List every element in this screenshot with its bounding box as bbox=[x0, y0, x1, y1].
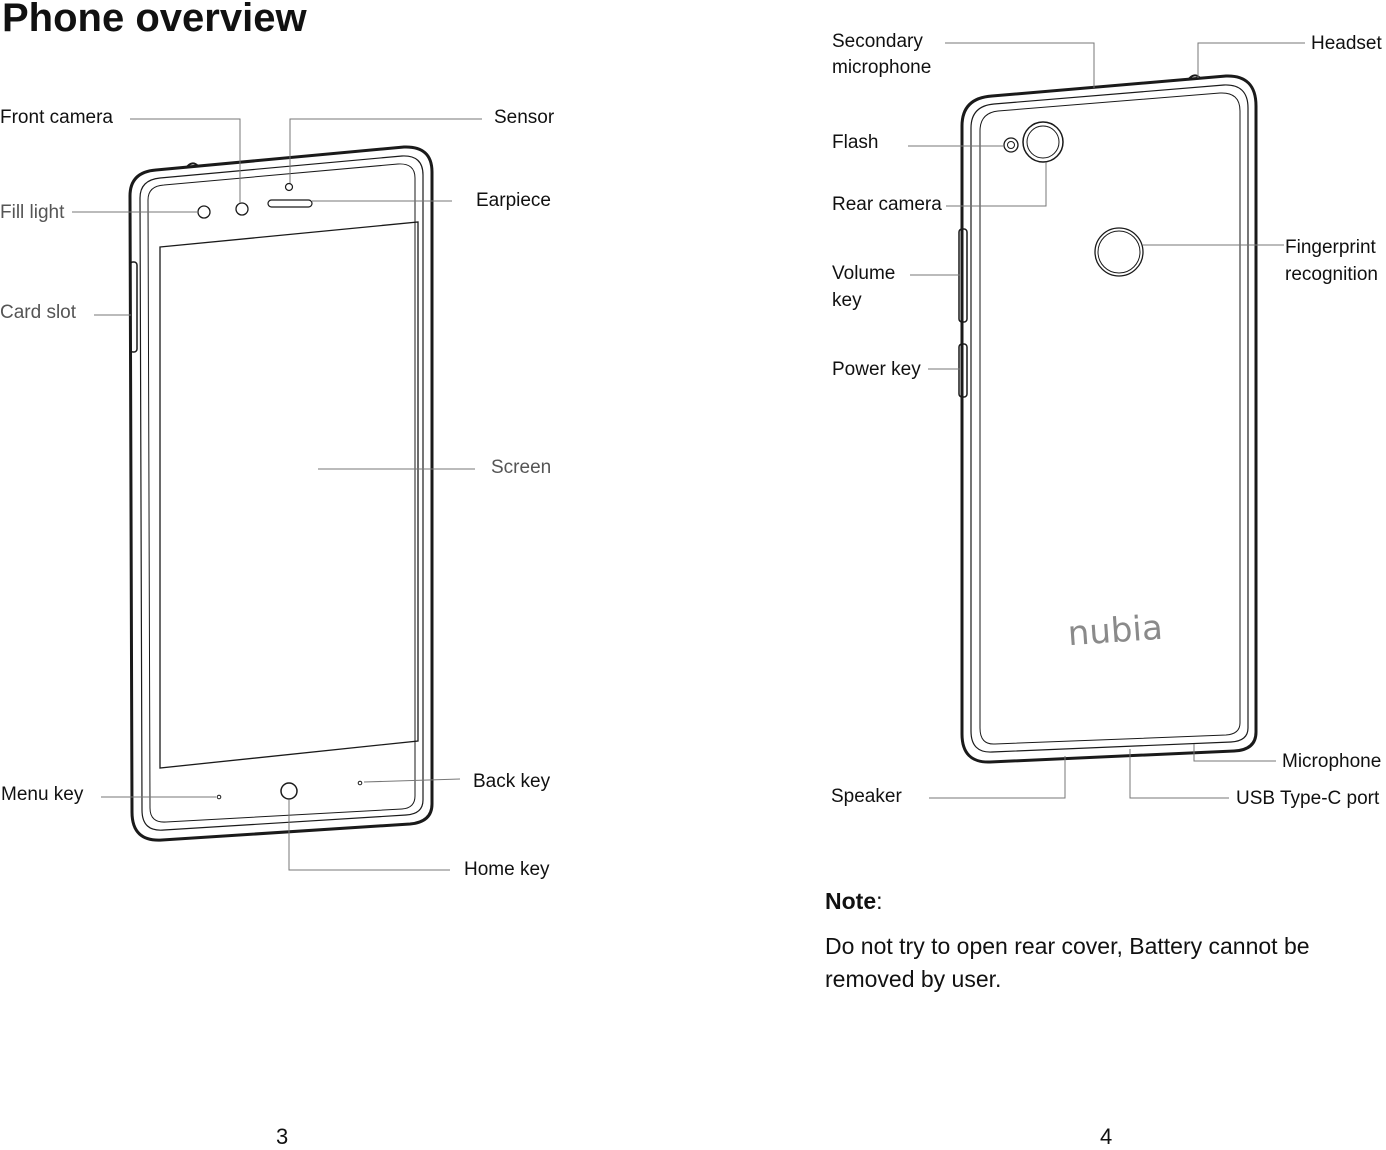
note-body: Do not try to open rear cover, Battery c… bbox=[825, 933, 1310, 993]
label-fill-light: Fill light bbox=[0, 202, 65, 223]
label-rear-camera: Rear camera bbox=[832, 194, 942, 215]
rear-camera-icon bbox=[1022, 121, 1064, 163]
page-number-left: 3 bbox=[276, 1124, 289, 1149]
label-power-key: Power key bbox=[832, 359, 921, 380]
label-volume-key-1: Volume bbox=[832, 263, 896, 284]
fingerprint-sensor-ring-icon bbox=[1097, 230, 1141, 274]
front-screen-area bbox=[159, 221, 419, 769]
back-key-icon bbox=[357, 780, 363, 786]
flash-icon bbox=[1003, 137, 1019, 153]
fingerprint-sensor-icon bbox=[1094, 227, 1144, 277]
label-menu-key: Menu key bbox=[1, 784, 84, 805]
label-volume-key-2: key bbox=[832, 290, 862, 311]
label-speaker: Speaker bbox=[831, 786, 902, 807]
rear-camera-lens-icon bbox=[1026, 125, 1060, 159]
label-sensor: Sensor bbox=[494, 107, 555, 128]
menu-key-icon bbox=[216, 794, 222, 800]
fill-light-icon bbox=[197, 205, 211, 219]
page-title: Phone overview bbox=[2, 0, 307, 40]
label-secondary-microphone-1: Secondary bbox=[832, 31, 923, 52]
front-camera-icon bbox=[235, 202, 249, 216]
label-front-camera: Front camera bbox=[0, 107, 113, 128]
label-fingerprint-1: Fingerprint bbox=[1285, 237, 1376, 258]
nubia-logo: nubia bbox=[1066, 608, 1164, 655]
home-key-icon bbox=[280, 782, 298, 800]
back-phone-outline bbox=[958, 74, 1258, 764]
label-back-key: Back key bbox=[473, 771, 551, 792]
flash-inner-icon bbox=[1007, 141, 1015, 149]
front-phone-outline bbox=[128, 145, 434, 842]
label-home-key: Home key bbox=[464, 859, 550, 880]
label-earpiece: Earpiece bbox=[476, 190, 551, 211]
label-flash: Flash bbox=[832, 132, 879, 153]
label-screen: Screen bbox=[491, 457, 552, 478]
note-heading-bold: Note bbox=[825, 888, 877, 914]
label-fingerprint-2: recognition bbox=[1285, 264, 1378, 285]
label-microphone: Microphone bbox=[1282, 751, 1382, 772]
label-headset: Headset bbox=[1311, 33, 1382, 54]
label-card-slot: Card slot bbox=[0, 302, 77, 323]
sensor-icon bbox=[284, 182, 294, 192]
note-heading-colon: : bbox=[876, 888, 883, 914]
label-usb-port: USB Type-C port bbox=[1236, 788, 1380, 809]
earpiece-icon bbox=[267, 199, 313, 208]
note-heading: Note: bbox=[825, 888, 883, 915]
page-number-right: 4 bbox=[1100, 1124, 1113, 1149]
label-secondary-microphone-2: microphone bbox=[832, 57, 932, 78]
